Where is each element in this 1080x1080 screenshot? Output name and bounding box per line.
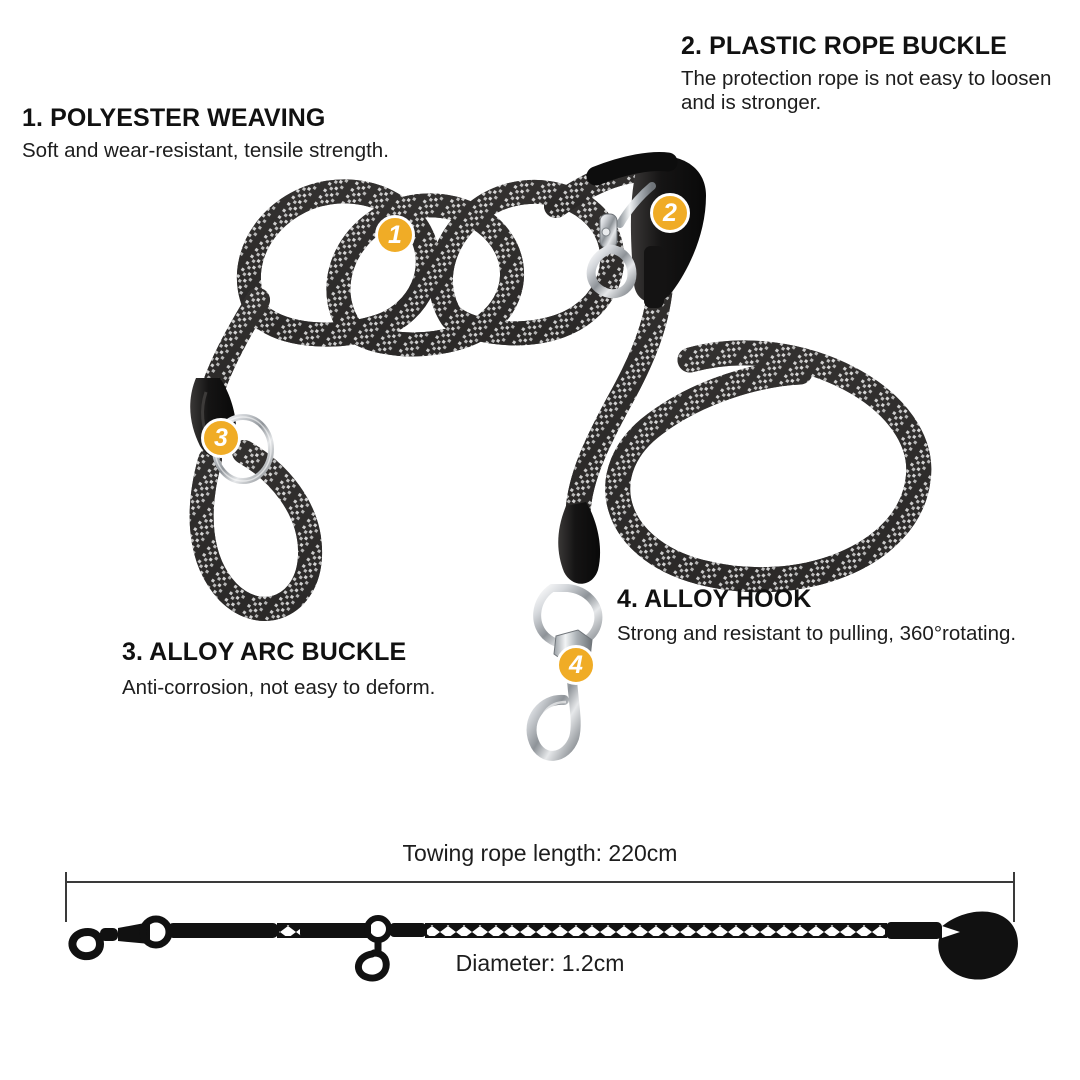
length-label: Towing rope length: 220cm [402,840,678,866]
feature-description: Anti-corrosion, not easy to deform. [122,676,436,699]
callout-badge-2: 2 [650,193,690,233]
feature-title: 4. ALLOY HOOK [617,585,812,613]
feature-title: 2. PLASTIC ROPE BUCKLE [681,32,1007,60]
measurement-bracket [65,872,1015,922]
feature-title: 1. POLYESTER WEAVING [22,104,326,132]
feature-block-polyester-weaving: 1. POLYESTER WEAVING Soft and wear-resis… [22,104,389,163]
feature-description: Soft and wear-resistant, tensile strengt… [22,139,389,162]
callout-badge-3: 3 [201,418,241,458]
rope-sleeve-hook [558,502,601,584]
flat-leash [68,911,1018,982]
feature-description: The protection rope is not easy to loose… [681,67,1052,115]
feature-description: Strong and resistant to pulling, 360°rot… [617,622,1017,645]
callout-badge-1: 1 [375,215,415,255]
callout-badge-4: 4 [556,645,596,685]
feature-block-alloy-hook: 4. ALLOY HOOK Strong and resistant to pu… [617,585,1016,646]
diameter-label: Diameter: 1.2cm [455,950,625,976]
feature-title: 3. ALLOY ARC BUCKLE [122,638,407,666]
bolt-snap-hook [586,182,656,299]
dimension-diagram [65,872,1018,982]
feature-block-alloy-arc-buckle: 3. ALLOY ARC BUCKLE Anti-corrosion, not … [122,638,435,700]
feature-block-plastic-rope-buckle: 2. PLASTIC ROPE BUCKLE The protection ro… [681,32,1080,115]
